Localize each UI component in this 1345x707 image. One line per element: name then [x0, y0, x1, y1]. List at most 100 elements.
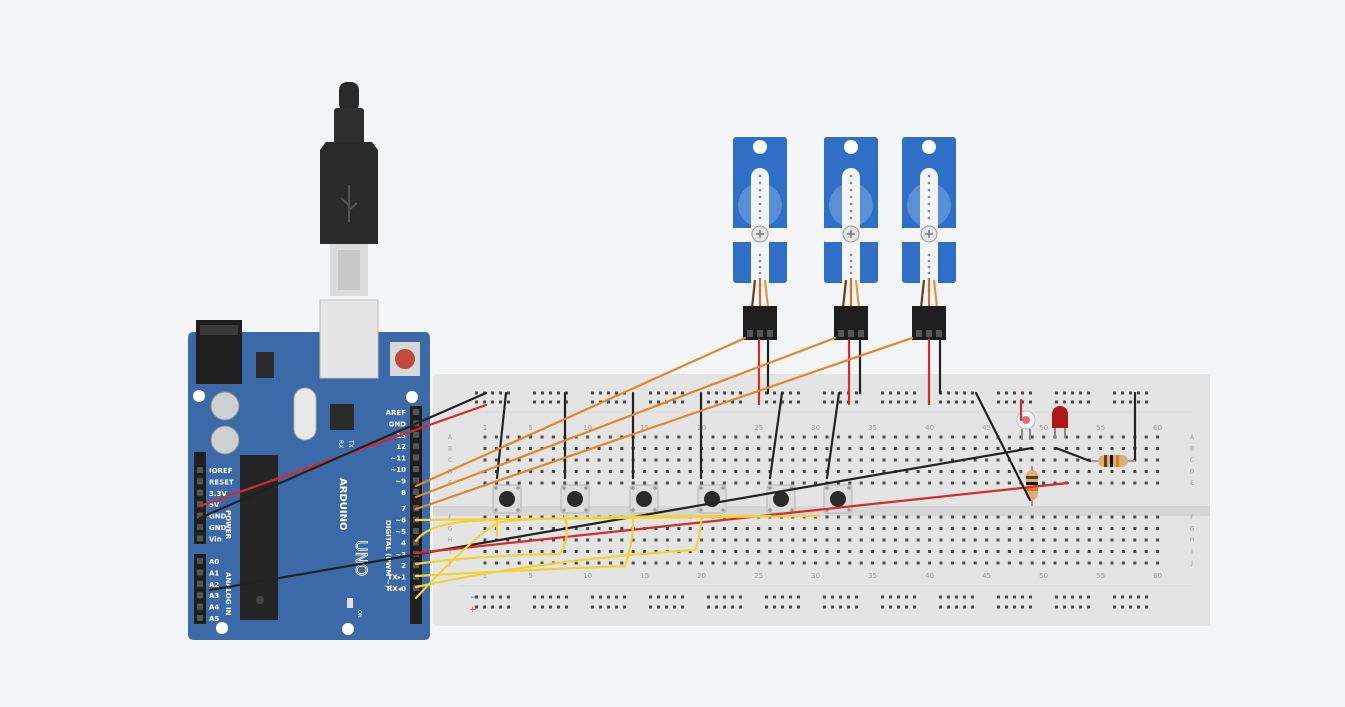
- breadboard-hole[interactable]: [608, 550, 612, 553]
- rail-hole[interactable]: [607, 595, 610, 599]
- rail-hole[interactable]: [1029, 605, 1032, 609]
- rail-hole[interactable]: [897, 400, 900, 404]
- breadboard-hole[interactable]: [643, 447, 647, 450]
- breadboard-hole[interactable]: [791, 550, 795, 553]
- rail-hole[interactable]: [591, 605, 594, 609]
- rail-hole[interactable]: [1005, 595, 1008, 599]
- rail-hole[interactable]: [723, 391, 726, 395]
- breadboard-hole[interactable]: [928, 447, 932, 450]
- breadboard-hole[interactable]: [962, 435, 966, 439]
- breadboard-hole[interactable]: [643, 435, 647, 439]
- rail-hole[interactable]: [773, 391, 776, 395]
- breadboard-hole[interactable]: [517, 458, 521, 462]
- breadboard-hole[interactable]: [814, 538, 818, 542]
- rail-hole[interactable]: [789, 605, 792, 609]
- servo-motor[interactable]: [819, 137, 883, 340]
- breadboard-hole[interactable]: [985, 470, 989, 473]
- rail-hole[interactable]: [499, 400, 502, 404]
- rail-hole[interactable]: [715, 400, 718, 404]
- rail-hole[interactable]: [591, 391, 594, 395]
- breadboard-hole[interactable]: [620, 527, 624, 530]
- breadboard-hole[interactable]: [1030, 550, 1034, 553]
- breadboard-hole[interactable]: [1030, 538, 1034, 542]
- breadboard-hole[interactable]: [574, 538, 578, 542]
- breadboard-hole[interactable]: [665, 470, 669, 473]
- breadboard-hole[interactable]: [608, 561, 612, 565]
- breadboard-hole[interactable]: [643, 538, 647, 542]
- rail-hole[interactable]: [607, 391, 610, 395]
- breadboard-hole[interactable]: [928, 481, 932, 485]
- breadboard-hole[interactable]: [700, 481, 704, 485]
- rail-hole[interactable]: [665, 391, 668, 395]
- rail-hole[interactable]: [731, 400, 734, 404]
- breadboard-hole[interactable]: [1064, 435, 1068, 439]
- rail-hole[interactable]: [797, 400, 800, 404]
- breadboard-hole[interactable]: [711, 447, 715, 450]
- rail-hole[interactable]: [1055, 391, 1058, 395]
- breadboard-hole[interactable]: [779, 527, 783, 530]
- breadboard-hole[interactable]: [973, 470, 977, 473]
- rail-hole[interactable]: [707, 595, 710, 599]
- breadboard-hole[interactable]: [1053, 538, 1057, 542]
- breadboard-hole[interactable]: [950, 435, 954, 439]
- breadboard-hole[interactable]: [916, 447, 920, 450]
- breadboard-hole[interactable]: [608, 481, 612, 485]
- breadboard-hole[interactable]: [745, 538, 749, 542]
- breadboard-hole[interactable]: [871, 481, 875, 485]
- rail-hole[interactable]: [599, 605, 602, 609]
- breadboard-hole[interactable]: [1121, 561, 1125, 565]
- breadboard-hole[interactable]: [688, 470, 692, 473]
- breadboard-hole[interactable]: [677, 561, 681, 565]
- rail-hole[interactable]: [665, 605, 668, 609]
- rail-hole[interactable]: [1087, 400, 1090, 404]
- breadboard-hole[interactable]: [483, 435, 487, 439]
- breadboard-hole[interactable]: [688, 447, 692, 450]
- breadboard-hole[interactable]: [1030, 561, 1034, 565]
- breadboard-hole[interactable]: [882, 435, 886, 439]
- breadboard-hole[interactable]: [996, 538, 1000, 542]
- breadboard-hole[interactable]: [1087, 515, 1091, 519]
- wire-servo-signal-1[interactable]: [414, 336, 747, 488]
- breadboard-hole[interactable]: [597, 527, 601, 530]
- breadboard-hole[interactable]: [848, 481, 852, 485]
- breadboard-hole[interactable]: [814, 447, 818, 450]
- breadboard-hole[interactable]: [996, 561, 1000, 565]
- rail-hole[interactable]: [1021, 391, 1024, 395]
- breadboard-hole[interactable]: [973, 527, 977, 530]
- breadboard-hole[interactable]: [950, 561, 954, 565]
- rail-hole[interactable]: [591, 400, 594, 404]
- breadboard-hole[interactable]: [1099, 447, 1103, 450]
- breadboard-hole[interactable]: [1053, 527, 1057, 530]
- breadboard-hole[interactable]: [1156, 458, 1160, 462]
- breadboard-hole[interactable]: [1156, 481, 1160, 485]
- rail-hole[interactable]: [947, 400, 950, 404]
- breadboard-hole[interactable]: [928, 538, 932, 542]
- digital-pin-socket[interactable]: [413, 539, 419, 546]
- breadboard-hole[interactable]: [654, 435, 658, 439]
- breadboard-hole[interactable]: [757, 470, 761, 473]
- breadboard-hole[interactable]: [1087, 470, 1091, 473]
- reset-button[interactable]: [395, 349, 415, 369]
- rail-hole[interactable]: [889, 391, 892, 395]
- breadboard-hole[interactable]: [620, 481, 624, 485]
- breadboard-hole[interactable]: [1042, 561, 1046, 565]
- rail-hole[interactable]: [1079, 400, 1082, 404]
- breadboard-hole[interactable]: [757, 538, 761, 542]
- breadboard-hole[interactable]: [1087, 527, 1091, 530]
- rail-hole[interactable]: [549, 391, 552, 395]
- breadboard-hole[interactable]: [734, 561, 738, 565]
- breadboard-hole[interactable]: [631, 538, 635, 542]
- breadboard-hole[interactable]: [483, 527, 487, 530]
- breadboard-hole[interactable]: [757, 435, 761, 439]
- breadboard-hole[interactable]: [836, 470, 840, 473]
- rail-hole[interactable]: [789, 391, 792, 395]
- breadboard-hole[interactable]: [631, 561, 635, 565]
- breadboard-hole[interactable]: [700, 561, 704, 565]
- rail-hole[interactable]: [1087, 391, 1090, 395]
- rail-hole[interactable]: [665, 595, 668, 599]
- rail-hole[interactable]: [971, 391, 974, 395]
- breadboard-hole[interactable]: [859, 561, 863, 565]
- breadboard-hole[interactable]: [996, 447, 1000, 450]
- rail-hole[interactable]: [1087, 605, 1090, 609]
- breadboard-hole[interactable]: [734, 538, 738, 542]
